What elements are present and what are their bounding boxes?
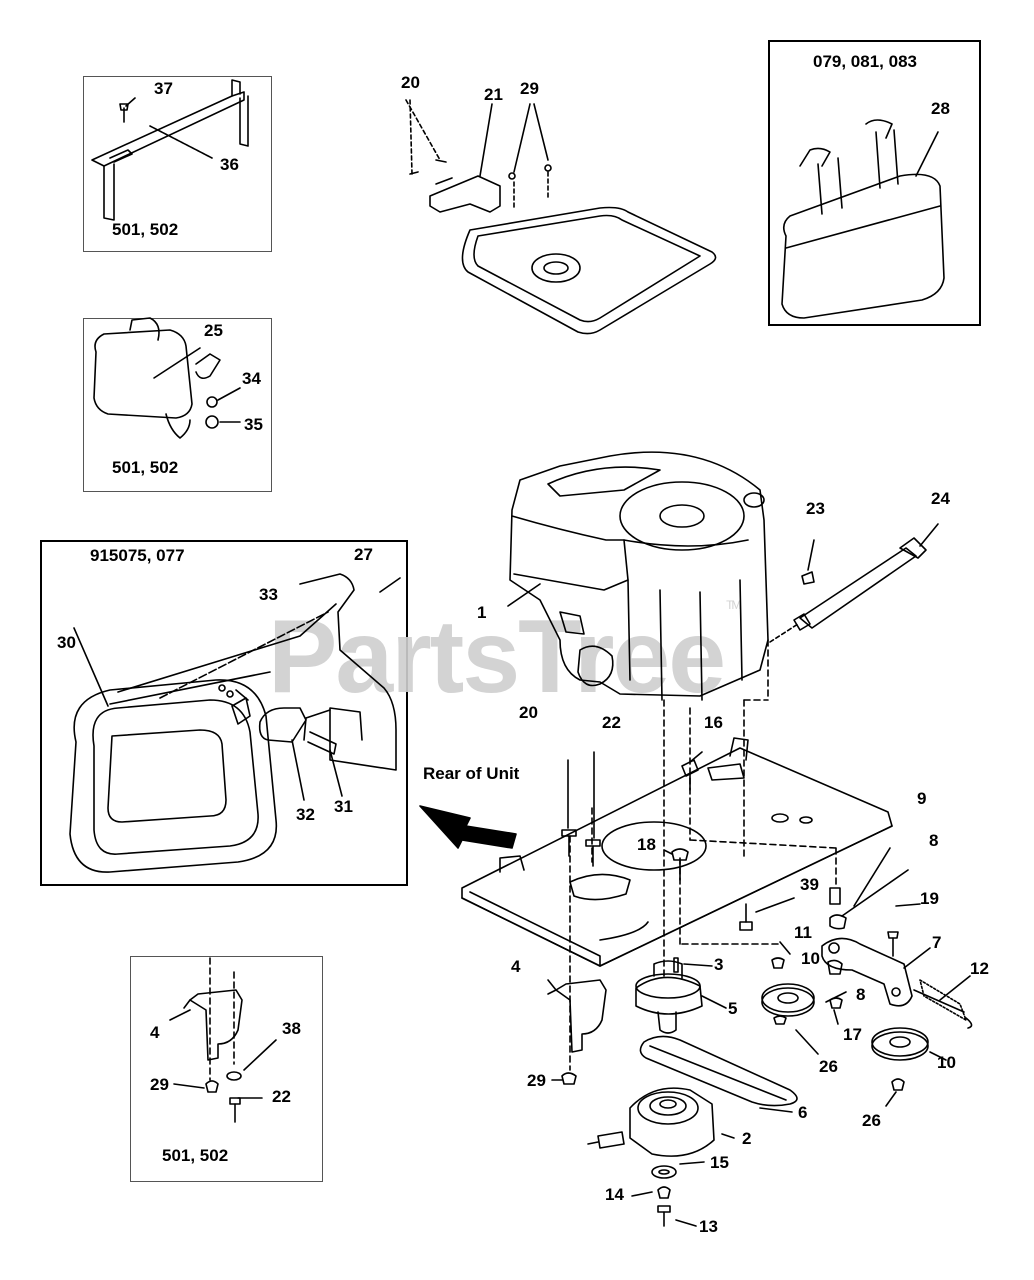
mounting-plate-drawing	[461, 737, 893, 967]
inset-bracket-bottom-501-502	[130, 956, 323, 1182]
callout-10-second: 10	[937, 1053, 956, 1072]
inset-caption-muffler-box: 915075, 077	[90, 546, 185, 565]
callout-29-inset: 29	[150, 1075, 169, 1094]
callout-15: 15	[710, 1153, 729, 1172]
callout-9: 9	[917, 789, 927, 808]
inset-caption-bottom-left: 501, 502	[162, 1146, 229, 1165]
callout-17: 17	[843, 1025, 862, 1044]
muffler-28-drawing	[781, 119, 945, 319]
rear-of-unit-label: Rear of Unit	[423, 764, 520, 783]
callout-33: 33	[259, 585, 278, 604]
rear-arrow	[419, 805, 517, 849]
bracket-4-inset-drawing	[169, 989, 277, 1123]
callout-25: 25	[204, 321, 223, 340]
bracket-4-drawing	[547, 979, 607, 1085]
callout-16: 16	[704, 713, 723, 732]
callout-7: 7	[932, 933, 942, 952]
callout-39: 39	[800, 875, 819, 894]
callout-28: 28	[931, 99, 950, 118]
callout-4: 4	[511, 957, 521, 976]
callout-31: 31	[334, 797, 353, 816]
inset-caption-top-left: 501, 502	[112, 220, 179, 239]
inset-muffler-079-081-083	[768, 40, 981, 326]
callout-22: 22	[602, 713, 621, 732]
inset-muffler-501-502	[83, 318, 272, 492]
callout-20-bolt: 20	[519, 703, 538, 722]
callout-5: 5	[728, 999, 738, 1018]
callout-32: 32	[296, 805, 315, 824]
inset-bracket-501-502	[83, 76, 272, 252]
callout-30: 30	[57, 633, 76, 652]
callout-4-inset: 4	[150, 1023, 160, 1042]
bolts-drawing	[561, 751, 795, 931]
callout-36: 36	[220, 155, 239, 174]
bracket-36-drawing	[91, 79, 249, 221]
idler-parts-drawing	[673, 847, 973, 1107]
drive-parts-drawing	[587, 960, 798, 1227]
engine-1-drawing	[507, 451, 769, 701]
callout-38: 38	[282, 1019, 301, 1038]
callout-13: 13	[699, 1217, 718, 1236]
callout-10: 10	[801, 949, 820, 968]
callout-8-second: 8	[856, 985, 866, 1004]
callout-2: 2	[742, 1129, 752, 1148]
callout-14: 14	[605, 1185, 624, 1204]
callout-8: 8	[929, 831, 939, 850]
inset-muffler-915075-077	[40, 540, 408, 886]
callout-26: 26	[819, 1057, 838, 1076]
callout-27: 27	[354, 545, 373, 564]
callout-21: 21	[484, 85, 503, 104]
engine-mount-frame-drawing	[405, 99, 717, 335]
callout-12: 12	[970, 959, 989, 978]
callout-29: 29	[520, 79, 539, 98]
inset-caption-mid-left: 501, 502	[112, 458, 179, 477]
callout-18: 18	[637, 835, 656, 854]
callout-20: 20	[401, 73, 420, 92]
muffler-30-drawing	[69, 573, 401, 873]
callout-3: 3	[714, 955, 724, 974]
callout-34: 34	[242, 369, 261, 388]
callout-26-second: 26	[862, 1111, 881, 1130]
callout-1: 1	[477, 603, 487, 622]
fuel-line-24-drawing	[769, 523, 939, 643]
callout-24: 24	[931, 489, 950, 508]
callout-19: 19	[920, 889, 939, 908]
callout-37: 37	[154, 79, 173, 98]
callout-11: 11	[794, 923, 812, 942]
callout-35: 35	[244, 415, 263, 434]
inset-caption-top-right: 079, 081, 083	[813, 52, 917, 71]
callout-23: 23	[806, 499, 825, 518]
muffler-25-drawing	[93, 317, 241, 439]
callout-22-inset: 22	[272, 1087, 291, 1106]
callout-29-second: 29	[527, 1071, 546, 1090]
callout-6: 6	[798, 1103, 808, 1122]
